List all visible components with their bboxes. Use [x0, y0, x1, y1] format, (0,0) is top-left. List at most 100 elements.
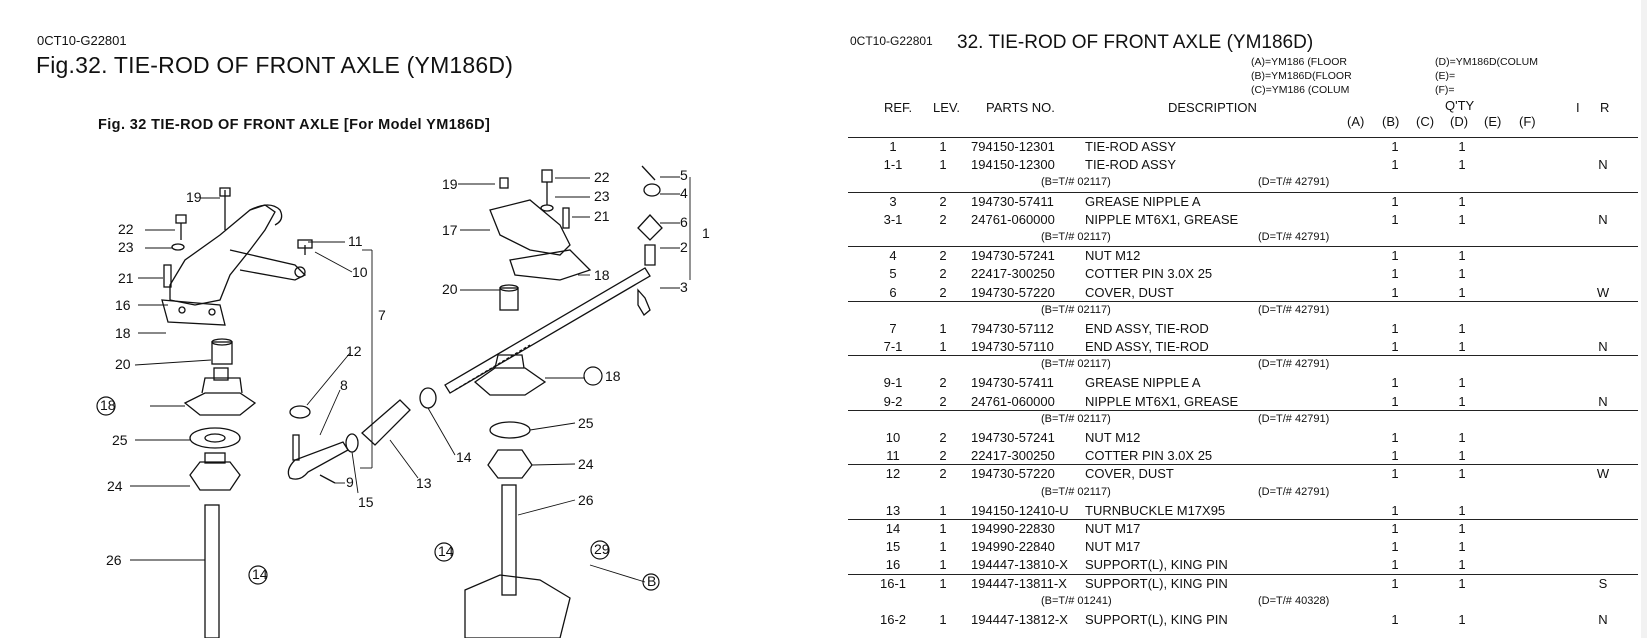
qty-d-cell: 1: [1458, 248, 1466, 264]
interchange-cell: N: [1598, 211, 1608, 227]
part-number-cell: 194730-57220: [971, 466, 1055, 482]
diagram-label: 26: [578, 492, 594, 508]
interchange-cell: N: [1598, 339, 1608, 355]
level-cell: 2: [939, 466, 947, 482]
level-cell: 1: [939, 539, 947, 555]
interchange-cell: N: [1598, 393, 1608, 409]
header-description: DESCRIPTION: [1168, 100, 1257, 115]
part-number-cell: 194150-12300: [971, 157, 1055, 173]
serial-note-row: (B=T/# 02117)(D=T/# 42791): [848, 356, 1638, 374]
level-cell: 1: [939, 139, 947, 154]
ref-cell: 9-2: [883, 393, 903, 409]
ref-cell: 6: [889, 284, 897, 300]
figure-caption: Fig. 32 TIE-ROD OF FRONT AXLE [For Model…: [98, 117, 491, 133]
ref-cell: 10: [885, 430, 901, 445]
qty-d-cell: 1: [1458, 139, 1466, 154]
diagram-label: 23: [118, 239, 134, 255]
qty-d-cell: 1: [1458, 284, 1466, 300]
level-cell: 2: [939, 211, 947, 227]
part-number-cell: 194447-13810-X: [971, 557, 1068, 573]
diagram-label: 26: [106, 552, 122, 568]
diagram-label: 21: [118, 270, 134, 286]
ref-cell: 1-1: [883, 157, 903, 173]
level-cell: 2: [939, 430, 947, 445]
legend-entry: (E)=: [1435, 70, 1456, 82]
description-cell: GREASE NIPPLE A: [1085, 193, 1201, 209]
qty-b-cell: 1: [1391, 520, 1399, 536]
diagram-label: 19: [186, 189, 202, 205]
description-cell: END ASSY, TIE-ROD: [1085, 320, 1209, 336]
part-number-cell: 194730-57241: [971, 248, 1055, 264]
serial-note-b: (B=T/# 02117): [1041, 230, 1111, 243]
interchange-cell: W: [1596, 466, 1610, 482]
qty-d-cell: 1: [1458, 557, 1466, 573]
diagram-label: 8: [340, 377, 348, 393]
diagram-label: 24: [578, 456, 594, 472]
qty-b-cell: 1: [1391, 248, 1399, 264]
part-number-cell: 194447-13811-X: [971, 575, 1067, 591]
part-number-cell: 194730-57411: [971, 375, 1054, 391]
qty-b-cell: 1: [1391, 157, 1399, 173]
diagram-label: 11: [348, 233, 363, 249]
diagram-label: 21: [594, 208, 610, 224]
diagram-label: B: [647, 573, 656, 589]
description-cell: NUT M17: [1085, 520, 1141, 536]
diagram-label: 4: [680, 185, 688, 201]
level-cell: 1: [939, 339, 947, 355]
level-cell: 2: [939, 375, 947, 391]
ref-cell: 7-1: [883, 339, 903, 355]
description-cell: NUT M12: [1085, 248, 1141, 264]
qty-b-cell: 1: [1391, 139, 1399, 154]
qty-d-cell: 1: [1458, 339, 1466, 355]
level-cell: 2: [939, 284, 947, 300]
part-number-cell: 24761-060000: [971, 393, 1055, 409]
level-cell: 2: [939, 266, 947, 282]
ref-cell: 4: [889, 248, 897, 264]
figure-page: 0CT10-G22801 Fig.32. TIE-ROD OF FRONT AX…: [0, 0, 820, 638]
description-cell: SUPPORT(L), KING PIN: [1085, 611, 1228, 627]
part-number-cell: 794730-57112: [971, 320, 1054, 336]
serial-note-d: (D=T/# 40328): [1258, 594, 1330, 607]
header-col-e: (E): [1484, 114, 1502, 129]
model-legend: (D)=YM186D(COLUM (E)= (F)=: [1435, 55, 1538, 97]
part-number-cell: 22417-300250: [971, 448, 1055, 464]
qty-b-cell: 1: [1391, 320, 1399, 336]
model-legend: (A)=YM186 (FLOOR (B)=YM186D(FLOOR (C)=YM…: [1251, 55, 1352, 97]
scrollbar[interactable]: [1641, 0, 1647, 638]
qty-d-cell: 1: [1458, 611, 1466, 627]
diagram-label: 6: [680, 214, 688, 230]
legend-entry: (B)=YM186D(FLOOR: [1251, 70, 1352, 82]
part-number-cell: 24761-060000: [971, 211, 1055, 227]
ref-cell: 16: [885, 557, 901, 573]
interchange-cell: N: [1598, 611, 1608, 627]
part-number-cell: 194990-22830: [971, 520, 1055, 536]
qty-b-cell: 1: [1391, 575, 1399, 591]
serial-note-d: (D=T/# 42791): [1258, 303, 1330, 316]
level-cell: 2: [939, 193, 947, 209]
diagram-label: 17: [442, 222, 458, 238]
level-cell: 1: [939, 611, 947, 627]
qty-b-cell: 1: [1391, 193, 1399, 209]
header-lev: LEV.: [933, 100, 960, 115]
description-cell: NIPPLE MT6X1, GREASE: [1085, 393, 1239, 409]
